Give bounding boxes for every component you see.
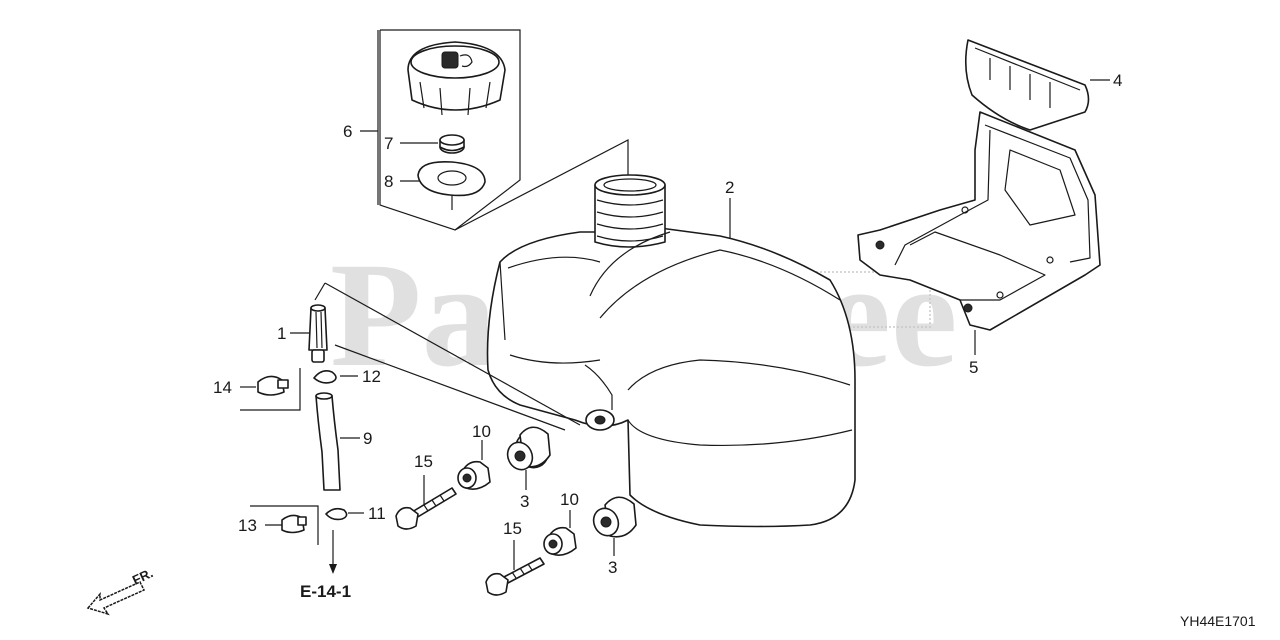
tank-band[interactable]: 4 [964, 39, 1123, 131]
cap-packing[interactable] [439, 134, 465, 154]
callout-9[interactable]: 9 [363, 429, 372, 448]
fuel-cap-group: 6 7 8 [343, 29, 629, 231]
collar-upper[interactable] [457, 460, 491, 490]
callout-7[interactable]: 7 [384, 134, 393, 153]
front-direction-indicator: FR. [86, 565, 155, 616]
callout-2[interactable]: 2 [725, 178, 734, 197]
fuel-tank[interactable]: 2 [486, 174, 856, 528]
callout-13[interactable]: 13 [238, 516, 257, 535]
collar-lower[interactable] [543, 526, 577, 556]
mount-hardware-lower: 3 10 15 [485, 490, 637, 596]
fuel-tube[interactable] [315, 392, 341, 491]
cap-gasket[interactable] [417, 160, 486, 210]
callout-15-lower[interactable]: 15 [503, 519, 522, 538]
callout-6[interactable]: 6 [343, 122, 352, 141]
callout-11[interactable]: 11 [368, 504, 386, 523]
callout-4[interactable]: 4 [1113, 71, 1122, 90]
fuel-cap[interactable] [407, 41, 506, 116]
tank-mount-rubber-upper[interactable] [503, 426, 554, 474]
diagram-code: YH44E1701 [1180, 613, 1256, 629]
mount-hardware-upper: 3 10 15 [395, 422, 554, 530]
callout-5[interactable]: 5 [969, 358, 978, 377]
tank-bracket[interactable]: 5 [857, 111, 1101, 377]
reference-link[interactable]: E-14-1 [300, 582, 351, 601]
callout-15-upper[interactable]: 15 [414, 452, 433, 471]
callout-12[interactable]: 12 [362, 367, 381, 386]
front-arrow-label: FR. [130, 565, 155, 587]
fuel-filter-group: 1 12 14 9 11 1 [213, 282, 581, 601]
tank-mount-rubber-lower[interactable] [589, 496, 637, 540]
callout-1[interactable]: 1 [277, 324, 286, 343]
tube-clamp-upper[interactable] [257, 375, 289, 396]
callout-3-upper[interactable]: 3 [520, 492, 529, 511]
strainer-clip[interactable] [313, 370, 337, 384]
flange-bolt-upper[interactable] [395, 487, 457, 530]
callout-10-lower[interactable]: 10 [560, 490, 579, 509]
callout-14[interactable]: 14 [213, 378, 232, 397]
callout-3-lower[interactable]: 3 [608, 558, 617, 577]
callout-10-upper[interactable]: 10 [472, 422, 491, 441]
callout-8[interactable]: 8 [384, 172, 393, 191]
fuel-strainer[interactable] [308, 304, 328, 363]
tube-clip[interactable] [325, 507, 348, 521]
flange-bolt-lower[interactable] [485, 557, 545, 596]
tube-clamp-lower[interactable] [281, 514, 307, 534]
